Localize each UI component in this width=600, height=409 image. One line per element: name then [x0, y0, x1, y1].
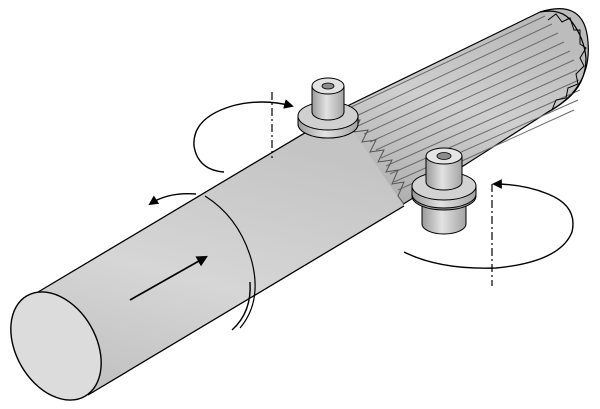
roller-left [297, 77, 359, 139]
shaft-rotation-curved-arrow-icon [148, 193, 251, 331]
roller-left-rotation-curved-arrow-icon [193, 99, 294, 173]
roller-right-rotation-curved-arrow-icon [403, 179, 574, 269]
spline-teeth [344, 15, 581, 191]
shaft-section-line [204, 195, 256, 329]
feed-direction-arrow-icon [129, 255, 208, 301]
shaft [10, 111, 405, 401]
roller-right [411, 147, 477, 235]
shaft-end-face [10, 291, 102, 401]
spline-section [334, 8, 589, 206]
